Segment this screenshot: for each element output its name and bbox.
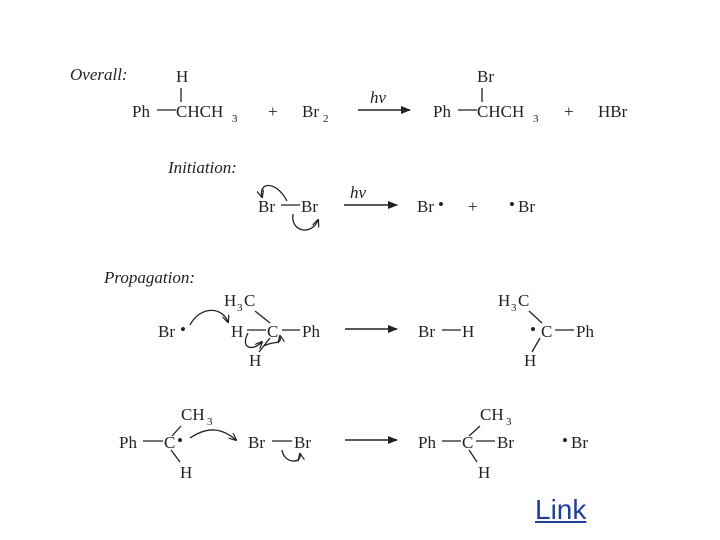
subscript-3: 3 xyxy=(232,113,238,125)
initiation-section: Initiation: Br Br hν Br • + • Br xyxy=(167,158,535,231)
atom-h: H xyxy=(249,351,261,370)
bromine-radical: Br • xyxy=(158,320,186,341)
radical-dot: • xyxy=(530,320,536,339)
light-label: hν xyxy=(350,183,367,202)
atom-br: Br xyxy=(418,322,435,341)
radical-dot: • xyxy=(562,431,568,450)
benzylic-radical: CH 3 Ph C • H xyxy=(119,405,213,482)
br-br-molecule: Br Br xyxy=(258,197,318,216)
fishhook-arrow xyxy=(263,336,280,347)
radical-dot: • xyxy=(509,195,515,214)
atom-br: Br xyxy=(497,433,514,452)
fishhook-arrow xyxy=(189,309,228,326)
atom-h: H xyxy=(498,291,510,310)
atom-br: Br xyxy=(258,197,275,216)
propagation-section: Propagation: Br • H 3 C H C Ph H Br H xyxy=(103,268,594,482)
atom-br: Br xyxy=(302,102,319,121)
atom-br: Br xyxy=(477,67,494,86)
atom-c: C xyxy=(518,291,529,310)
atom-c: C xyxy=(267,322,278,341)
hbr-molecule: Br H xyxy=(418,322,474,341)
plus-sign: + xyxy=(564,102,574,121)
subscript-3: 3 xyxy=(533,113,539,125)
atom-ph: Ph xyxy=(433,102,451,121)
radical-dot: • xyxy=(438,195,444,214)
atom-h: H xyxy=(462,322,474,341)
atom-h: H xyxy=(231,322,243,341)
bromoethylbenzene: CH 3 Ph C Br H xyxy=(418,405,514,482)
bromine-radical: • Br xyxy=(509,195,535,216)
atom-h: H xyxy=(180,463,192,482)
source-link[interactable]: Link xyxy=(535,494,587,525)
subscript-3: 3 xyxy=(237,302,243,314)
bond xyxy=(468,425,481,437)
atom-c: C xyxy=(244,291,255,310)
atom-ch: CH xyxy=(480,405,504,424)
subscript-3: 3 xyxy=(207,416,213,428)
bond xyxy=(528,310,543,324)
atom-br: Br xyxy=(158,322,175,341)
atom-c: C xyxy=(462,433,473,452)
fishhook-arrow xyxy=(244,332,262,348)
atom-br: Br xyxy=(294,433,311,452)
fishhook-arrow-up xyxy=(261,184,288,202)
propagation-heading: Propagation: xyxy=(103,268,195,287)
initiation-heading: Initiation: xyxy=(167,158,237,177)
bromine-molecule: Br 2 xyxy=(302,102,329,125)
atom-ph: Ph xyxy=(418,433,436,452)
atom-br: Br xyxy=(571,433,588,452)
bromoethylbenzene: Br Ph CHCH 3 xyxy=(433,67,539,125)
plus-sign: + xyxy=(468,197,478,216)
bromine-radical: Br • xyxy=(417,195,444,216)
subscript-3: 3 xyxy=(511,302,517,314)
atom-h: H xyxy=(478,463,490,482)
atom-chch: CHCH xyxy=(477,102,524,121)
atom-c: C xyxy=(541,322,552,341)
atom-h: H xyxy=(176,67,188,86)
overall-heading: Overall: xyxy=(70,65,128,84)
radical-dot: • xyxy=(177,431,183,450)
atom-br: Br xyxy=(518,197,535,216)
subscript-3: 3 xyxy=(506,416,512,428)
benzylic-radical: H 3 C • C Ph H xyxy=(498,291,594,370)
radical-dot: • xyxy=(180,320,186,339)
light-label: hν xyxy=(370,88,387,107)
bond xyxy=(170,449,181,463)
bond xyxy=(531,337,541,353)
atom-ch: CH xyxy=(181,405,205,424)
br-br-molecule: Br Br xyxy=(248,433,311,452)
atom-h: H xyxy=(224,291,236,310)
bond xyxy=(254,310,271,324)
fishhook-arrow xyxy=(281,449,300,462)
bond xyxy=(468,449,478,463)
atom-ph: Ph xyxy=(119,433,137,452)
subscript-2: 2 xyxy=(323,113,329,125)
fishhook-arrow-down xyxy=(292,213,318,231)
atom-ph: Ph xyxy=(302,322,320,341)
bromine-radical: • Br xyxy=(562,431,588,452)
ethylbenzene-tetrahedral: H 3 C H C Ph H xyxy=(224,291,320,370)
fishhook-arrow xyxy=(189,429,236,440)
overall-section: Overall: H Ph CHCH 3 + Br 2 hν Br Ph CHC… xyxy=(70,65,628,125)
atom-br: Br xyxy=(417,197,434,216)
atom-br: Br xyxy=(248,433,265,452)
hbr-product: HBr xyxy=(598,102,628,121)
bond xyxy=(171,425,182,437)
plus-sign: + xyxy=(268,102,278,121)
atom-ph: Ph xyxy=(576,322,594,341)
ethylbenzene: H Ph CHCH 3 xyxy=(132,67,238,125)
atom-br: Br xyxy=(301,197,318,216)
atom-h: H xyxy=(524,351,536,370)
atom-ph: Ph xyxy=(132,102,150,121)
atom-c: C xyxy=(164,433,175,452)
atom-chch: CHCH xyxy=(176,102,223,121)
